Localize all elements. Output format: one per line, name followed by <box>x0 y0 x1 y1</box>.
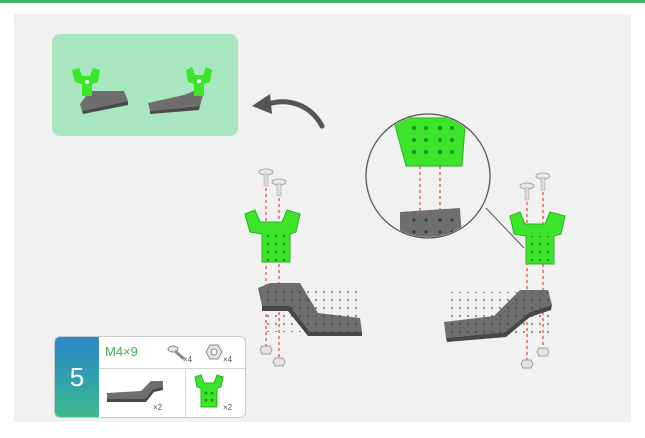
green-mount-icon <box>194 374 224 408</box>
legend-column-divider <box>185 368 186 417</box>
legend-row-divider <box>99 368 245 369</box>
finished-assembly-right <box>148 67 212 114</box>
gray-bracket-part <box>258 283 362 336</box>
green-part-quantity: ×2 <box>223 403 233 412</box>
bracket-quantity: ×2 <box>153 403 163 412</box>
curved-arrow-icon <box>252 94 325 129</box>
parts-legend: 5 M4×9 ×4 ×4 ×2 ×2 <box>54 336 246 418</box>
nut-icon <box>205 344 223 360</box>
step-number-badge: 5 <box>55 337 99 417</box>
result-preview-panel <box>52 34 238 136</box>
green-mount-part <box>244 209 301 263</box>
screw-icon <box>519 182 535 201</box>
finished-assembly-illustration <box>72 67 212 114</box>
screw-icon <box>258 168 274 187</box>
screw-spec-label: M4×9 <box>105 344 138 359</box>
nut-icon <box>259 345 273 355</box>
screw-icon <box>535 172 551 191</box>
screw-quantity: ×4 <box>183 355 193 364</box>
nut-icon <box>272 357 286 367</box>
nut-icon <box>520 359 534 369</box>
top-accent-bar <box>0 0 645 3</box>
magnifier-circle-icon <box>365 113 525 249</box>
screw-icon <box>167 345 185 361</box>
right-assembly <box>444 172 566 369</box>
screw-icon <box>271 178 287 197</box>
finished-assembly-left <box>72 68 128 114</box>
gray-bracket-part <box>444 290 552 342</box>
gray-bracket-icon <box>107 381 163 402</box>
nut-quantity: ×4 <box>223 355 233 364</box>
nut-icon <box>536 347 550 357</box>
left-assembly <box>244 168 362 367</box>
green-mount-part <box>509 211 566 265</box>
